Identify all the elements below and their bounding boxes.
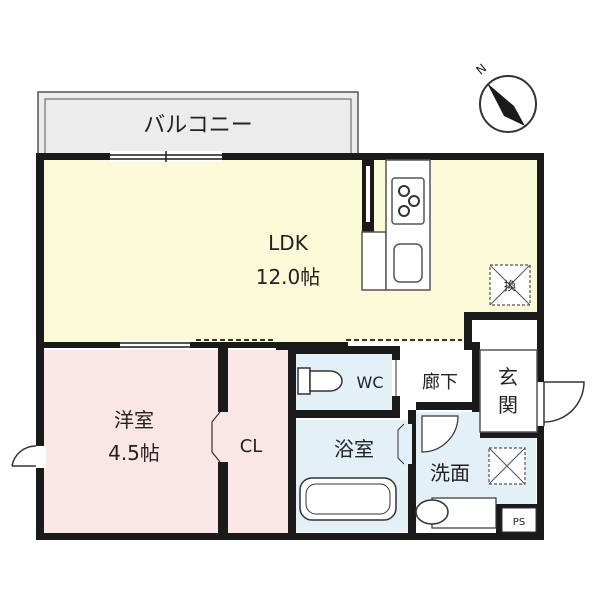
entrance-area: [479, 349, 538, 433]
ldk-area: [44, 160, 540, 342]
closet-area: [228, 350, 288, 534]
ldk-notch-cover: [472, 318, 540, 348]
western-room-door[interactable]: [120, 340, 190, 350]
corridor-label: 廊下: [422, 372, 458, 393]
west-window: [11, 445, 46, 468]
entrance-door[interactable]: [535, 381, 585, 426]
entrance-label-top: 玄: [498, 365, 518, 389]
bath-door[interactable]: [397, 423, 412, 465]
washroom-ventilation-icon: [488, 447, 526, 485]
entrance-label-bottom: 関: [498, 393, 518, 417]
compass-label: N: [473, 61, 489, 77]
ventilation-mark: 換: [504, 279, 516, 293]
wash-basin-icon: [415, 497, 497, 529]
ps-label: PS: [513, 517, 525, 528]
kitchen-counter: [361, 159, 431, 291]
balcony-label: バルコニー: [143, 113, 253, 138]
ldk-label: LDK: [268, 231, 309, 255]
north-compass: N: [473, 61, 537, 133]
closet-label: CL: [240, 436, 263, 457]
balcony-area: [37, 91, 359, 155]
wc-label: WC: [357, 373, 384, 392]
western-room-area: [44, 350, 218, 534]
toilet-icon: [297, 367, 343, 395]
balcony-window: [110, 151, 222, 162]
wc-door[interactable]: [392, 360, 400, 396]
western-room-size-label: 4.5帖: [108, 441, 160, 465]
ldk-size-label: 12.0帖: [256, 265, 321, 289]
outer-walls: [36, 153, 544, 540]
western-room-label: 洋室: [114, 408, 154, 432]
closet-door[interactable]: [211, 411, 228, 463]
kitchen-sink: [393, 243, 423, 283]
bathtub-icon: [299, 477, 397, 521]
washroom-label: 洗面: [430, 461, 470, 485]
ventilation-icon: [489, 264, 531, 306]
corridor-area: [400, 354, 472, 410]
washroom-door[interactable]: [421, 415, 459, 453]
bath-label: 浴室: [334, 437, 374, 461]
pipe-space: [501, 507, 537, 533]
